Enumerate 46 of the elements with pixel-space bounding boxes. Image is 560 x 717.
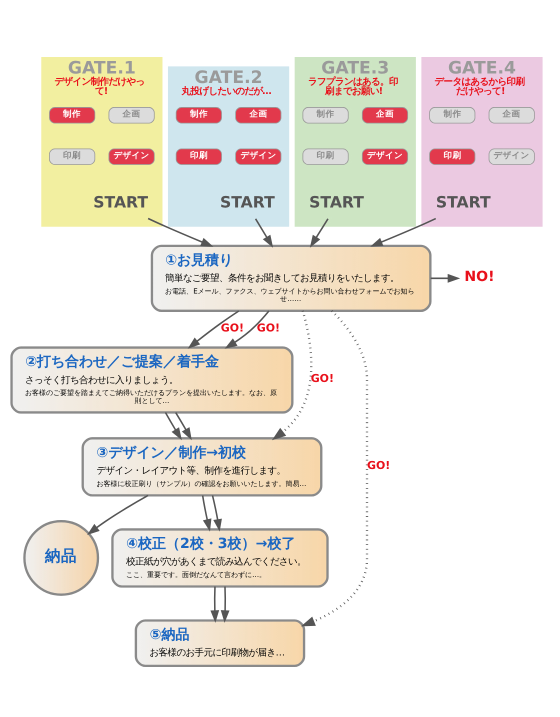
edge-label: GO! — [310, 372, 334, 386]
arrow — [210, 586, 220, 623]
node-box: 企画 — [362, 107, 408, 124]
node-box: ①お見積り 簡単なご要望、条件をお聞きしてお見積りをいたします。 お電話、Eメール、ファクス、ウェブサイトからお問い合わせフォームでお知らせ…… — [150, 244, 432, 312]
arrow — [212, 495, 222, 532]
node-box: 印刷 — [302, 148, 349, 165]
node-box: ④校正（2校・3校）→校了 校正紙が穴があくまで読み込んでください。 ここ、重要です。面倒だなんて言わずに…。 — [111, 528, 329, 588]
node-box: 企画 — [488, 107, 535, 124]
node-box: 印刷 — [49, 148, 96, 165]
node-text: START — [309, 192, 364, 212]
arrow — [300, 310, 368, 626]
node-text: NO! — [464, 268, 495, 285]
arrow — [310, 218, 329, 248]
node-box: 企画 — [235, 107, 282, 124]
node-box: 印刷 — [176, 148, 222, 165]
node-box: 制作 — [49, 107, 96, 124]
node-box: 制作 — [176, 107, 222, 124]
arrow — [164, 412, 182, 440]
node-text: START — [220, 192, 275, 212]
arrow — [224, 310, 270, 349]
node-box: デザイン — [235, 148, 282, 165]
node-box: 企画 — [108, 107, 155, 124]
arrow — [175, 412, 192, 440]
edge-label: GO! — [367, 458, 390, 472]
node-box: デザイン — [488, 148, 535, 165]
arrow — [148, 218, 214, 247]
edge-label: GO! — [256, 321, 280, 334]
arrow — [87, 494, 148, 536]
node-text: START — [93, 192, 148, 212]
node-box: 制作 — [429, 107, 476, 124]
node-box: 制作 — [302, 107, 349, 124]
arrow — [370, 218, 436, 247]
node-box: ②打ち合わせ／ご提案／着手金 さっそく打ち合わせに入りましょう。 お客様のご要望を踏まえてご納得いただけるプランを提出いたします。なお、原則として… — [10, 346, 294, 414]
arrow — [272, 310, 312, 440]
arrow — [430, 274, 460, 283]
node-box: ⑤納品 お客様のお手元に印刷物が届き… — [134, 619, 306, 668]
arrow — [202, 495, 212, 532]
node-box: ③デザイン／制作→初校 デザイン・レイアウト等、制作を進行します。 お客様に校正刷り（サンプル）の確認をお願いいたします。簡易… — [82, 437, 322, 497]
node-text: START — [436, 192, 491, 212]
node-box: 印刷 — [429, 148, 476, 165]
arrow — [188, 310, 240, 349]
node-box: デザイン — [362, 148, 408, 165]
arrow — [254, 218, 274, 248]
edge-label: GO! — [220, 321, 244, 334]
node-box: デザイン — [108, 148, 155, 165]
arrow — [220, 586, 230, 623]
